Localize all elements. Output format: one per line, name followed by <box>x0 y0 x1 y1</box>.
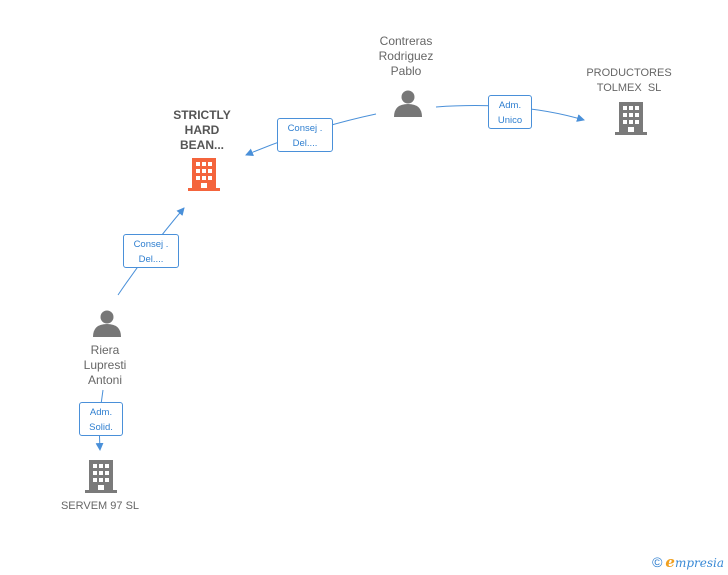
edge-label-line: Del.... <box>292 138 318 149</box>
person-icon[interactable] <box>93 310 121 338</box>
building-icon[interactable] <box>615 102 647 135</box>
node-label-line: BEAN... <box>179 138 224 152</box>
node-label-line: STRICTLY <box>173 108 231 122</box>
edge-label-line: Del.... <box>138 254 164 265</box>
node-label-line: Contreras <box>379 34 433 48</box>
edge-label-line: Adm. <box>498 100 522 111</box>
node-label-line: Riera <box>90 343 120 357</box>
edge-label-contreras-strictly: Consej . Del.... <box>277 118 333 152</box>
brand-initial: e <box>665 553 675 571</box>
node-label-servem[interactable]: SERVEM 97 SL <box>40 499 160 514</box>
node-label-strictly[interactable]: STRICTLY HARD BEAN... <box>152 108 252 153</box>
empresia-watermark: ©empresia <box>652 553 724 571</box>
node-label-line: HARD <box>184 123 220 137</box>
node-label-line: TOLMEX SL <box>596 82 662 94</box>
edge-label-line: Adm. <box>89 407 113 418</box>
person-icon[interactable] <box>394 90 422 118</box>
node-label-contreras[interactable]: Contreras Rodriguez Pablo <box>356 34 456 79</box>
node-label-line: Antoni <box>87 373 123 387</box>
edge-label-line: Solid. <box>89 422 113 433</box>
edge-label-line: Consej . <box>287 123 323 134</box>
node-label-riera[interactable]: Riera Lupresti Antoni <box>55 343 155 388</box>
building-icon[interactable] <box>188 158 220 191</box>
node-label-line: Pablo <box>390 64 422 78</box>
brand-name: mpresia <box>674 556 724 570</box>
node-label-line: Lupresti <box>83 358 127 372</box>
node-label-productores[interactable]: PRODUCTORES TOLMEX SL <box>569 66 689 96</box>
edge-label-riera-strictly: Consej . Del.... <box>123 234 179 268</box>
edge-label-line: Unico <box>497 115 523 126</box>
edge-label-contreras-productores: Adm. Unico <box>488 95 532 129</box>
node-label-line: PRODUCTORES <box>586 67 672 79</box>
edge-label-line: Consej . <box>133 239 169 250</box>
node-label-line: SERVEM 97 SL <box>60 500 140 512</box>
copyright-icon: © <box>652 554 663 570</box>
edge-label-riera-servem: Adm. Solid. <box>79 402 123 436</box>
node-label-line: Rodriguez <box>378 49 434 63</box>
building-icon[interactable] <box>85 460 117 493</box>
